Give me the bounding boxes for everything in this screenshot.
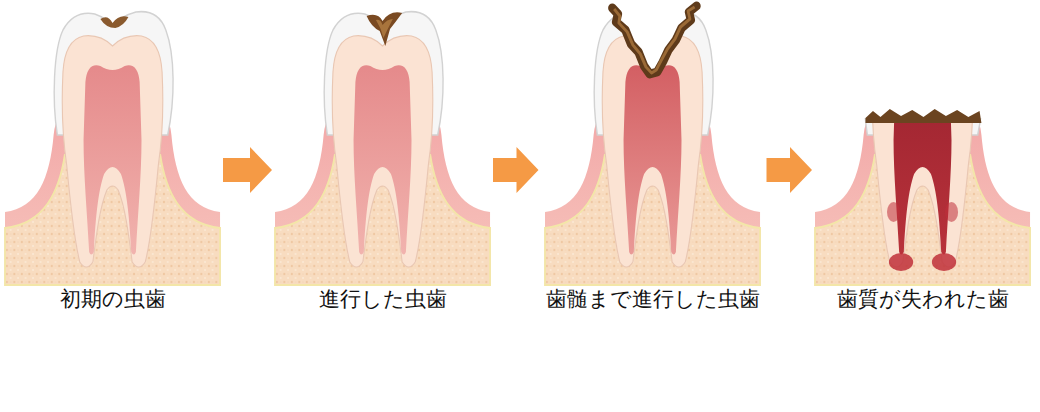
- pulp: [354, 65, 412, 254]
- caries-lesion-inner: [376, 19, 393, 38]
- tooth-stage-3: [545, 0, 760, 285]
- lost-crown: [852, 0, 992, 118]
- inflammation: [945, 202, 958, 222]
- pulp: [84, 65, 142, 254]
- caries-crust: [865, 109, 981, 123]
- stage-panel: 歯髄まで進行した虫歯: [542, 0, 764, 330]
- caries-spot: [100, 16, 128, 28]
- caries-rim-texture: [614, 7, 694, 73]
- caries-lesion: [367, 12, 403, 46]
- flow-arrow: [493, 147, 539, 193]
- stage-caption: 歯質が失われた歯: [837, 286, 1009, 312]
- tooth-stage-1: [5, 12, 220, 285]
- stage-caption: 進行した虫歯: [319, 286, 447, 312]
- abscess: [889, 253, 913, 271]
- pulp: [624, 65, 682, 254]
- inflammation: [887, 202, 900, 222]
- stage-panel: 進行した虫歯: [275, 0, 490, 330]
- tooth-stage-4: [815, 0, 1030, 285]
- stage-panel: 初期の虫歯: [5, 0, 220, 330]
- flow-arrow: [223, 147, 272, 193]
- tooth-stage-2: [275, 12, 490, 285]
- abscess: [932, 253, 956, 271]
- stage-caption: 初期の虫歯: [60, 286, 166, 312]
- tooth-base: [275, 12, 490, 285]
- stage-caption: 歯髄まで進行した虫歯: [546, 286, 760, 312]
- caries-rim: [612, 6, 696, 74]
- flow-arrow: [767, 147, 813, 193]
- tooth-base: [5, 12, 220, 285]
- stage-panel: 歯質が失われた歯: [815, 0, 1030, 330]
